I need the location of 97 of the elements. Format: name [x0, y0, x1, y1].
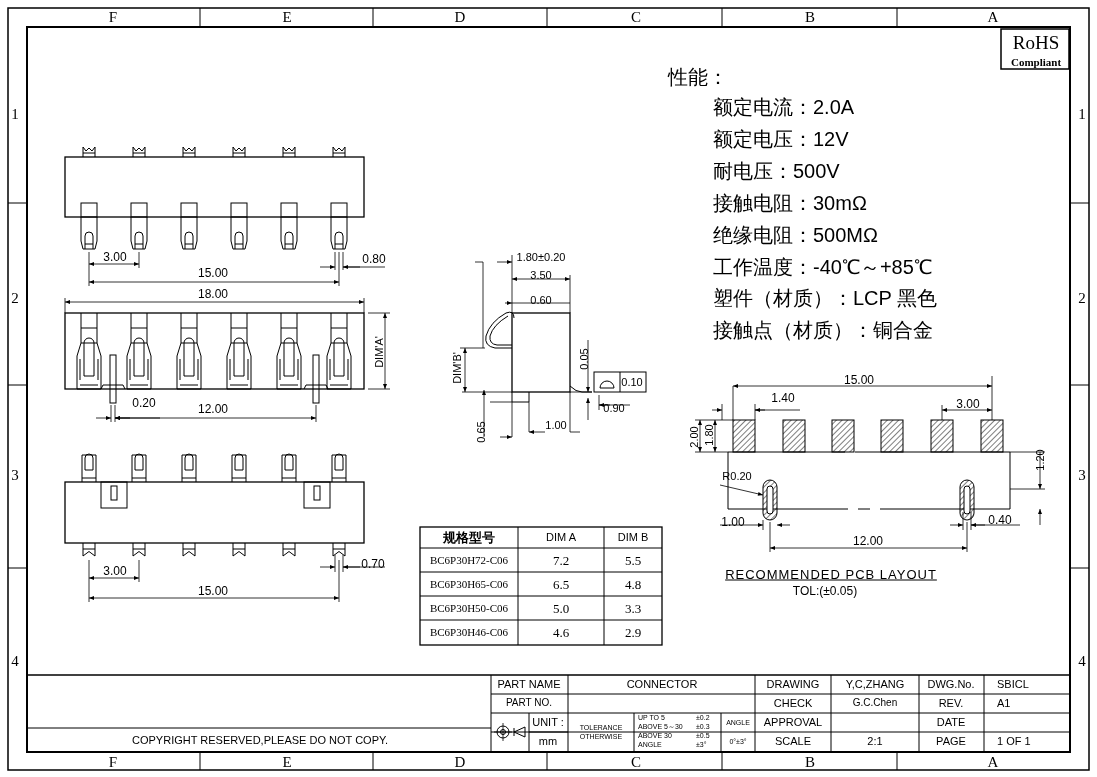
part-number: BC6P30H46-C06 [429, 626, 509, 638]
dimension-value: 2.00 [688, 426, 700, 448]
dimension-value: 0.65 [475, 421, 487, 443]
zone-letter: D [454, 754, 466, 770]
title-block-label: CHECK [773, 697, 813, 709]
title-block-value: CONNECTOR [626, 678, 698, 690]
zone-number: 1 [1078, 106, 1086, 122]
title-block-label: DRAWING [766, 678, 820, 690]
tolerance-note: TOL:(±0.05) [792, 585, 858, 597]
spec-line: 工作温度：-40℃～+85℃ [713, 257, 932, 277]
table-header: 规格型号 [443, 530, 495, 544]
dimension-value: 18.00 [198, 288, 228, 300]
zone-letter: D [454, 9, 466, 25]
title-block-label: PAGE [936, 735, 966, 747]
dimension-value: 3.50 [530, 269, 552, 281]
table-header: DIM B [617, 531, 649, 543]
spec-line: 额定电压：12V [713, 129, 849, 149]
zone-number: 3 [1078, 467, 1086, 483]
title-block-label: PART NAME [497, 678, 561, 690]
zone-number: 2 [11, 290, 19, 306]
dimension-value: 1.80±0.20 [516, 251, 566, 263]
dimension-value: DIM'B' [451, 352, 463, 384]
dimension-value: DIM'A' [373, 336, 385, 368]
title-block-value: 2:1 [867, 735, 883, 747]
dimension-value: 0.70 [361, 558, 385, 570]
spec-line: 塑件（材质）：LCP 黑色 [713, 288, 938, 308]
dimension-value: 0.60 [530, 294, 552, 306]
spec-line: 接触点（材质）：铜合金 [713, 320, 933, 340]
zone-number: 1 [11, 106, 19, 122]
dimension-value: 0.05 [578, 348, 590, 370]
dimension-value: 3.00 [103, 251, 127, 263]
spec-heading: 性能： [668, 67, 728, 87]
zone-letter: C [631, 754, 641, 770]
title-block-value: mm [538, 735, 558, 747]
dimension-value: 12.00 [198, 403, 228, 415]
title-block-value: A1 [997, 697, 1011, 709]
zone-letter: A [987, 9, 999, 25]
dimension-value: 3.00 [103, 565, 127, 577]
title-block-value: SBICL [997, 678, 1029, 690]
table-value: 5.5 [624, 553, 642, 567]
table-value: 5.0 [552, 601, 570, 615]
title-block-label: APPROVAL [763, 716, 823, 728]
title-block-label: PART NO. [505, 698, 553, 708]
dimension-value: 1.40 [771, 392, 795, 404]
dimension-value: 1.20 [1034, 449, 1046, 471]
zone-number: 3 [11, 467, 19, 483]
rohs-mark-text: RoHS [1012, 32, 1060, 52]
spec-line: 绝缘电阻：500MΩ [713, 225, 878, 245]
dimension-value: 12.00 [853, 535, 883, 547]
title-block-value: G.C.Chen [852, 698, 898, 708]
table-value: 4.8 [624, 577, 642, 591]
rohs-mark-subtext: Compliant [1010, 56, 1062, 68]
part-number: BC6P30H65-C06 [429, 578, 509, 590]
zone-number: 4 [11, 653, 19, 669]
table-value: 6.5 [552, 577, 570, 591]
title-block-label: UNIT : [532, 716, 564, 728]
dimension-value: 1.00 [545, 419, 567, 431]
tolerance-value: 0.10 [621, 376, 643, 388]
title-block-label: DATE [936, 716, 966, 728]
title-block-value: 1 OF 1 [997, 735, 1031, 747]
dimension-value: 0.90 [603, 402, 625, 414]
zone-letter: B [805, 9, 815, 25]
table-header: DIM A [546, 531, 576, 543]
dimension-value: 15.00 [198, 267, 228, 279]
zone-letter: B [805, 754, 815, 770]
part-number: BC6P30H72-C06 [429, 554, 509, 566]
table-value: 7.2 [552, 553, 570, 567]
dimension-value: 0.80 [362, 253, 386, 265]
dimension-value: 3.00 [956, 398, 980, 410]
table-value: 3.3 [624, 601, 642, 615]
dimension-value: 15.00 [198, 585, 228, 597]
zone-letter: F [108, 9, 118, 25]
part-number: BC6P30H50-C06 [429, 602, 509, 614]
dimension-value: 0.40 [988, 514, 1012, 526]
dimension-value: R0.20 [722, 470, 752, 482]
zone-letter: A [987, 754, 999, 770]
dimension-value: 15.00 [844, 374, 874, 386]
dimension-value: 0.20 [132, 397, 156, 409]
spec-line: 耐电压：500V [713, 161, 840, 181]
zone-number: 2 [1078, 290, 1086, 306]
table-value: 4.6 [552, 625, 570, 639]
zone-letter: F [108, 754, 118, 770]
spec-line: 额定电流：2.0A [713, 97, 855, 117]
zone-number: 4 [1078, 653, 1086, 669]
title-block-label: SCALE [774, 735, 812, 747]
dimension-value: 1.80 [703, 424, 715, 446]
title-block-label: DWG.No. [927, 678, 975, 690]
dimension-value: 1.00 [721, 516, 745, 528]
zone-letter: E [282, 9, 292, 25]
layout-title: RECOMMENDED PCB LAYOUT [725, 567, 937, 581]
zone-letter: C [631, 9, 641, 25]
title-block-value: Y,C,ZHANG [845, 678, 905, 690]
title-block-label: REV. [938, 697, 964, 709]
table-value: 2.9 [624, 625, 642, 639]
copyright-note: COPYRIGHT RESERVED,PLEASE DO NOT COPY. [132, 734, 388, 746]
zone-letter: E [282, 754, 292, 770]
spec-line: 接触电阻：30mΩ [713, 193, 867, 213]
